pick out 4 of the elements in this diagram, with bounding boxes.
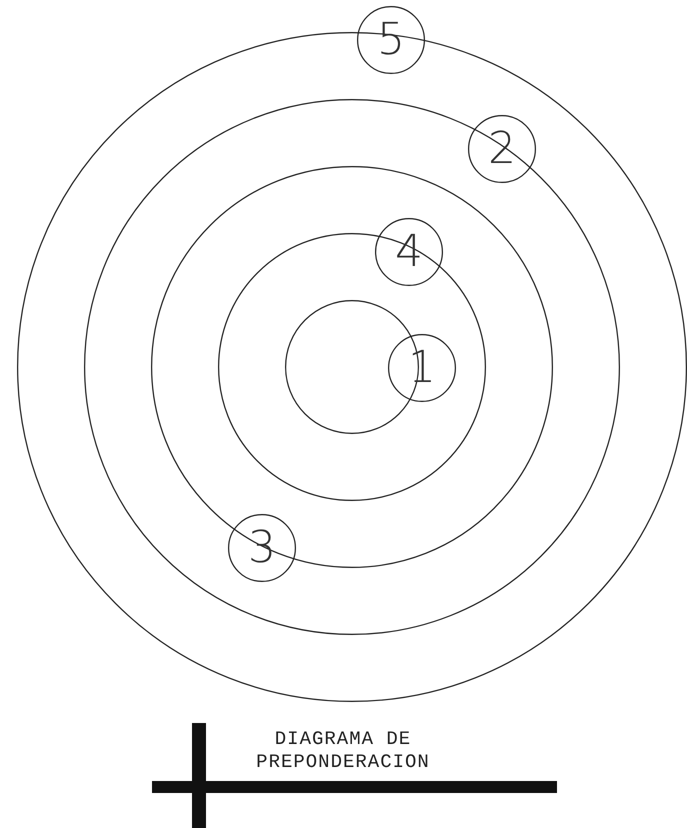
concentric-ring — [218, 233, 486, 501]
concentric-ring — [151, 166, 553, 568]
diagram-title: DIAGRAMA DE PREPONDERACION — [255, 728, 431, 774]
concentric-ring — [84, 99, 620, 635]
